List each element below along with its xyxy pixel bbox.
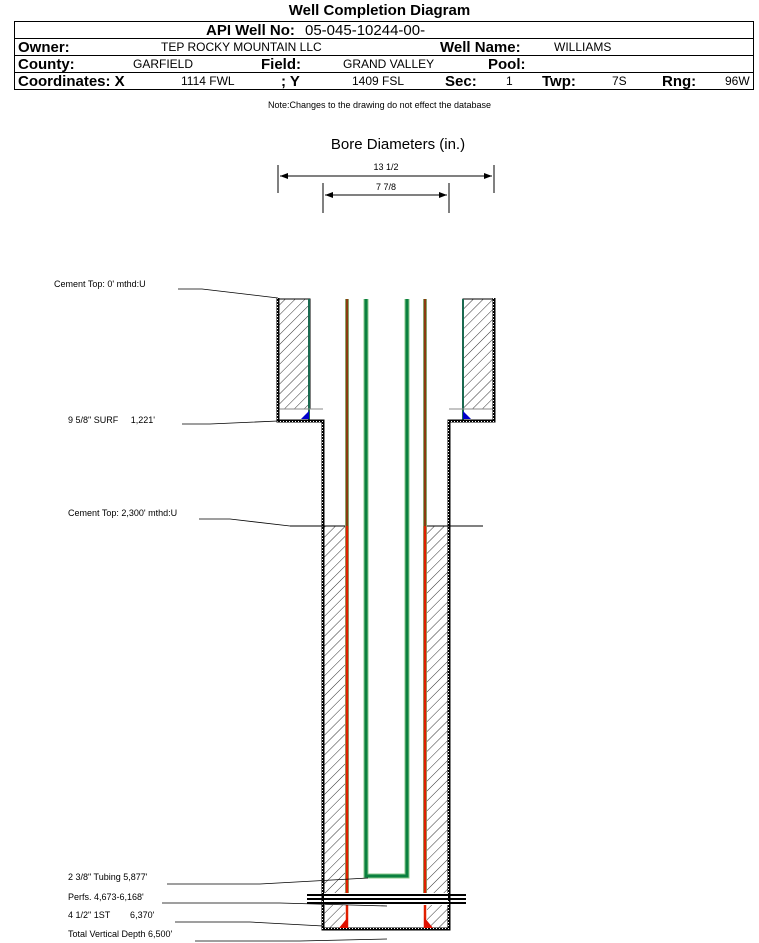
tubing [364, 299, 409, 878]
surface-cement-right [462, 298, 495, 410]
production-casing-shoe-left [339, 917, 348, 928]
field-value: GRAND VALLEY [343, 57, 435, 71]
api-label: API Well No: [206, 22, 295, 39]
twp-label: Twp: [542, 73, 576, 90]
coord-y-label: ; Y [281, 73, 300, 90]
coord-y-value: 1409 FSL [352, 74, 405, 88]
owner-value: TEP ROCKY MOUNTAIN LLC [161, 40, 322, 54]
surface-casing-shoe-right [463, 411, 471, 419]
callout-perforations: Perfs. 4,673-6,168' [68, 892, 388, 907]
rng-label: Rng: [662, 73, 697, 90]
page-title: Well Completion Diagram [288, 2, 471, 19]
api-value: 05-045-10244-00- [305, 22, 426, 39]
surface-cement-left [278, 298, 311, 410]
header-row-county: County: GARFIELD Field: GRAND VALLEY Poo… [15, 56, 753, 73]
callout-production-casing: 4 1/2" 1ST 6,370' [68, 910, 324, 927]
header-row-api: API Well No: 05-045-10244-00- [15, 22, 753, 39]
field-label: Field: [261, 56, 301, 73]
production-cement-right [427, 526, 448, 928]
sec-value: 1 [506, 74, 513, 88]
pool-label: Pool: [488, 56, 526, 73]
callout-label: Perfs. 4,673-6,168' [68, 892, 144, 902]
callout-label: Total Vertical Depth 6,500' [68, 929, 173, 939]
twp-value: 7S [612, 74, 627, 88]
rng-value: 96W [725, 74, 750, 88]
perforations [307, 894, 466, 904]
callout-label: 4 1/2" 1ST 6,370' [68, 910, 155, 920]
owner-label: Owner: [18, 39, 70, 56]
county-value: GARFIELD [133, 57, 194, 71]
header-row-coordinates: Coordinates: X 1114 FWL ; Y 1409 FSL Sec… [15, 73, 753, 90]
callout-label: 9 5/8" SURF 1,221' [68, 415, 155, 425]
well-name-label: Well Name: [440, 39, 521, 56]
callout-label: Cement Top: 0' mthd:U [54, 279, 146, 289]
callout-label: 2 3/8" Tubing 5,877' [68, 872, 148, 882]
bore-diameter-label: 7 7/8 [376, 182, 396, 192]
callout-tubing: 2 3/8" Tubing 5,877' [68, 872, 369, 885]
sec-label: Sec: [445, 73, 477, 90]
coord-x-value: 1114 FWL [181, 74, 235, 88]
bore-dimension-7-7-8: 7 7/8 [322, 182, 450, 213]
header-row-owner: Owner: TEP ROCKY MOUNTAIN LLC Well Name:… [15, 39, 753, 56]
callout-cement-top-production: Cement Top: 2,300' mthd:U [68, 508, 291, 527]
callout-cement-top-surface: Cement Top: 0' mthd:U [54, 279, 279, 299]
production-cement-left [324, 526, 345, 928]
callout-surface-casing: 9 5/8" SURF 1,221' [68, 415, 279, 425]
well-header-table: API Well No: 05-045-10244-00- Owner: TEP… [14, 21, 754, 90]
borehole-wall [276, 298, 496, 931]
bore-dimension-13-1-2: 13 1/2 [277, 162, 495, 193]
well-name-value: WILLIAMS [554, 40, 612, 54]
callout-label: Cement Top: 2,300' mthd:U [68, 508, 177, 518]
callout-total-depth: Total Vertical Depth 6,500' [68, 929, 388, 942]
bore-diameters-title: Bore Diameters (in.) [331, 136, 465, 153]
bore-diameter-label: 13 1/2 [373, 162, 398, 172]
county-label: County: [18, 56, 75, 73]
tubing-outline [363, 299, 410, 879]
production-casing-shoe-right [424, 917, 433, 928]
surface-casing-shoe-left [301, 411, 309, 419]
coord-x-label: Coordinates: X [18, 73, 125, 90]
database-note: Note:Changes to the drawing do not effec… [268, 100, 491, 110]
